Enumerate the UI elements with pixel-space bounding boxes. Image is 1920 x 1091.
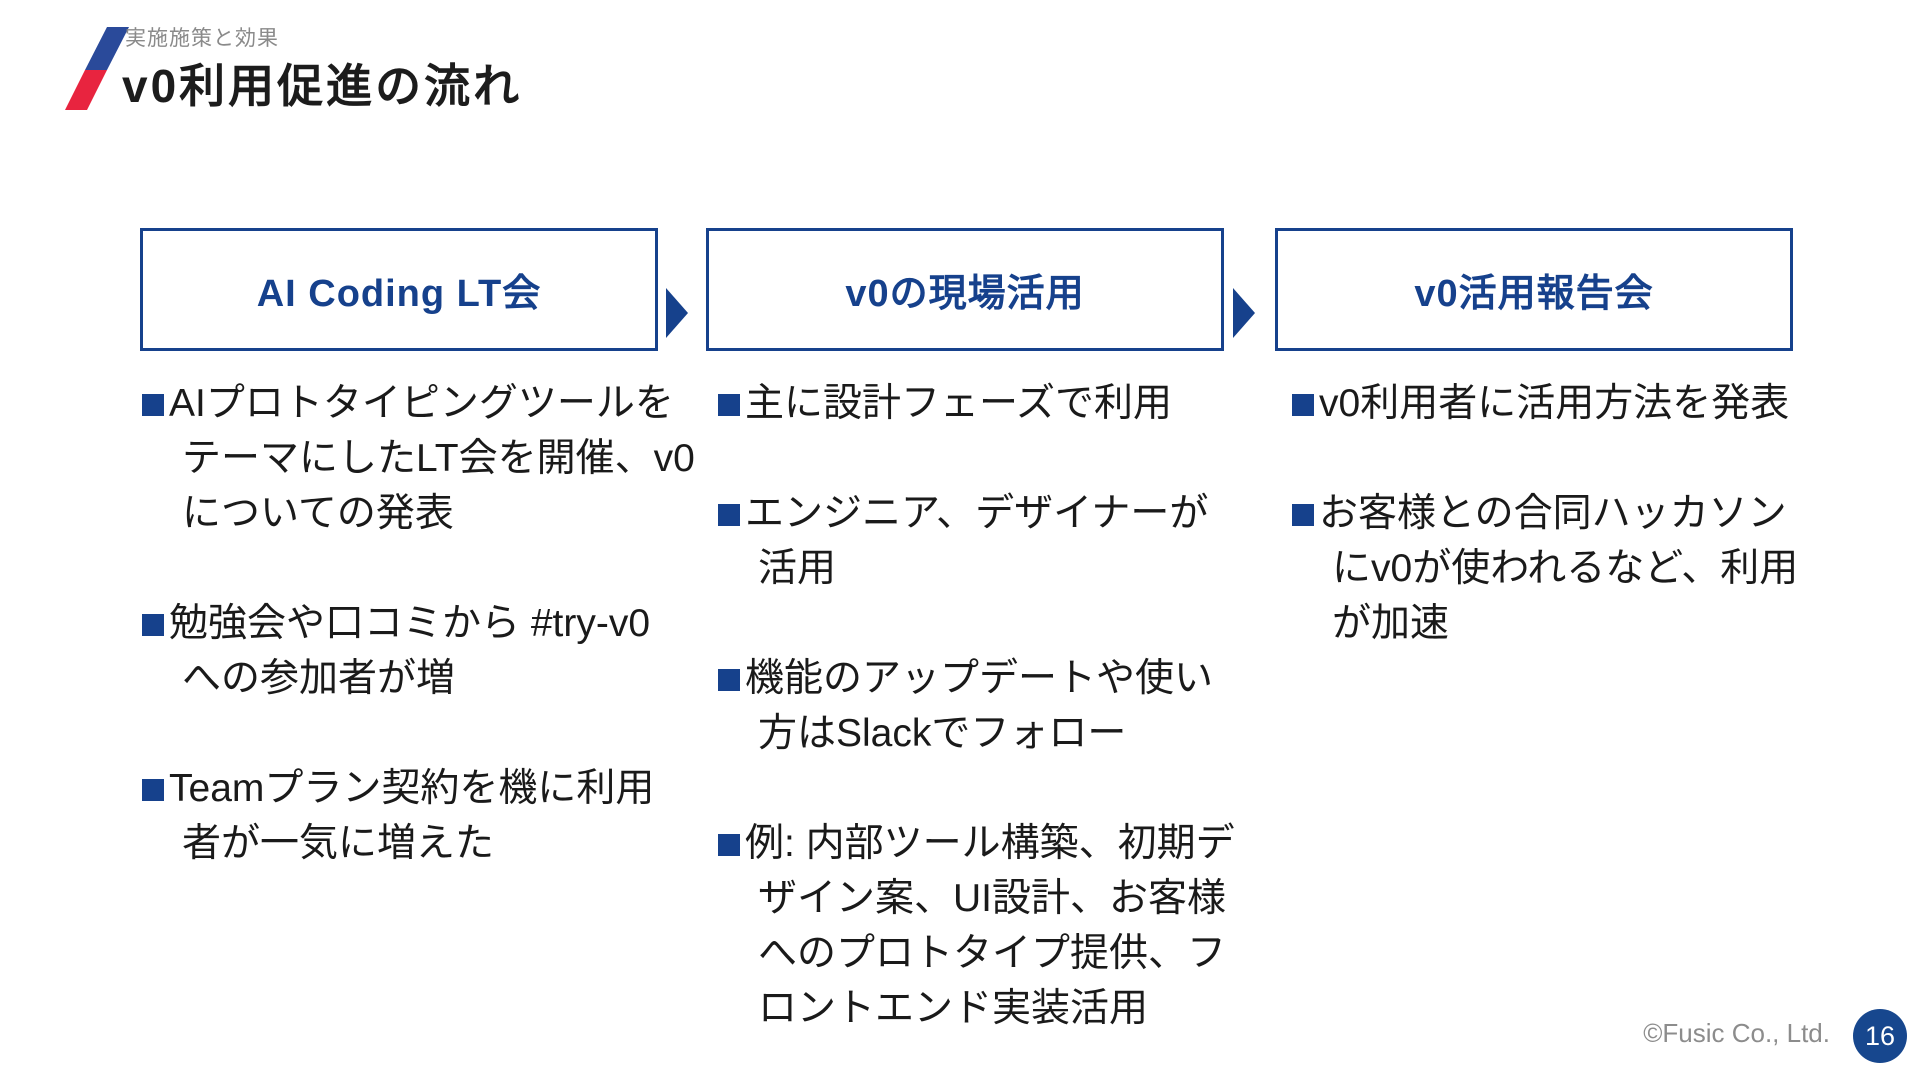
bullet-square-icon [142,779,164,801]
section-label: 実施施策と効果 [125,27,279,50]
bullet-item: 主に設計フェーズで利用 [716,376,1296,431]
bullet-text: 勉強会や口コミから #try-v0 への参加者が増 [169,602,651,700]
bullet-item: Teamプラン契約を機に利用 者が一気に増えた [140,761,720,871]
page-number-badge: 16 [1853,1009,1907,1063]
flow-column: v0活用報告会 v0利用者に活用方法を発表 お客様との合同ハッカソン にv0が使… [1275,228,1798,645]
bullet-item: お客様との合同ハッカソン にv0が使われるなど、利用 が加速 [1290,486,1870,651]
bullet-text: エンジニア、デザイナーが 活用 [745,492,1209,590]
flow-step-box: AI Coding LT会 [140,228,658,351]
bullet-square-icon [142,614,164,636]
bullet-square-icon [718,504,740,526]
bullet-square-icon [718,669,740,691]
page-number: 16 [1864,1020,1896,1051]
fusic-slash-logo-icon [65,27,129,110]
bullet-text: お客様との合同ハッカソン にv0が使われるなど、利用 が加速 [1319,492,1799,645]
bullet-square-icon [718,834,740,856]
bullet-text: 例: 内部ツール構築、初期デ ザイン案、UI設計、お客様 へのプロトタイプ提供、… [745,822,1235,1030]
flow-step-box: v0の現場活用 [706,228,1224,351]
bullet-item: AIプロトタイピングツールを テーマにしたLT会を開催、v0 についての発表 [140,376,720,541]
flow-column: v0の現場活用 主に設計フェーズで利用 エンジニア、デザイナーが 活用 機能のア… [706,228,1235,1030]
bullet-item: 機能のアップデートや使い 方はSlackでフォロー [716,651,1296,761]
copyright-text: ©Fusic Co., Ltd. [1643,1018,1830,1048]
bullet-item: 例: 内部ツール構築、初期デ ザイン案、UI設計、お客様 へのプロトタイプ提供、… [716,816,1296,1036]
flow-step-title: v0活用報告会 [1414,273,1654,315]
bullet-text: 主に設計フェーズで利用 [745,382,1173,425]
flow-step-title: AI Coding LT会 [256,273,542,315]
bullet-text: AIプロトタイピングツールを テーマにしたLT会を開催、v0 についての発表 [169,382,695,535]
flow-arrow-icon [1233,288,1255,338]
bullet-list: AIプロトタイピングツールを テーマにしたLT会を開催、v0 についての発表 勉… [140,376,720,926]
bullet-item: エンジニア、デザイナーが 活用 [716,486,1296,596]
bullet-text: v0利用者に活用方法を発表 [1319,382,1790,425]
bullet-square-icon [718,394,740,416]
flow-arrow-icon [666,288,688,338]
flow-step-box: v0活用報告会 [1275,228,1793,351]
bullet-text: Teamプラン契約を機に利用 者が一気に増えた [169,767,655,865]
bullet-square-icon [1292,504,1314,526]
bullet-square-icon [142,394,164,416]
flow-step-title: v0の現場活用 [845,273,1085,315]
bullet-item: v0利用者に活用方法を発表 [1290,376,1870,431]
page-title: v0利用促進の流れ [122,60,523,112]
bullet-text: 機能のアップデートや使い 方はSlackでフォロー [745,657,1214,755]
bullet-square-icon [1292,394,1314,416]
bullet-list: v0利用者に活用方法を発表 お客様との合同ハッカソン にv0が使われるなど、利用… [1290,376,1870,706]
bullet-list: 主に設計フェーズで利用 エンジニア、デザイナーが 活用 機能のアップデートや使い… [716,376,1296,1091]
bullet-item: 勉強会や口コミから #try-v0 への参加者が増 [140,596,720,706]
flow-column: AI Coding LT会 AIプロトタイピングツールを テーマにしたLT会を開… [140,228,695,865]
